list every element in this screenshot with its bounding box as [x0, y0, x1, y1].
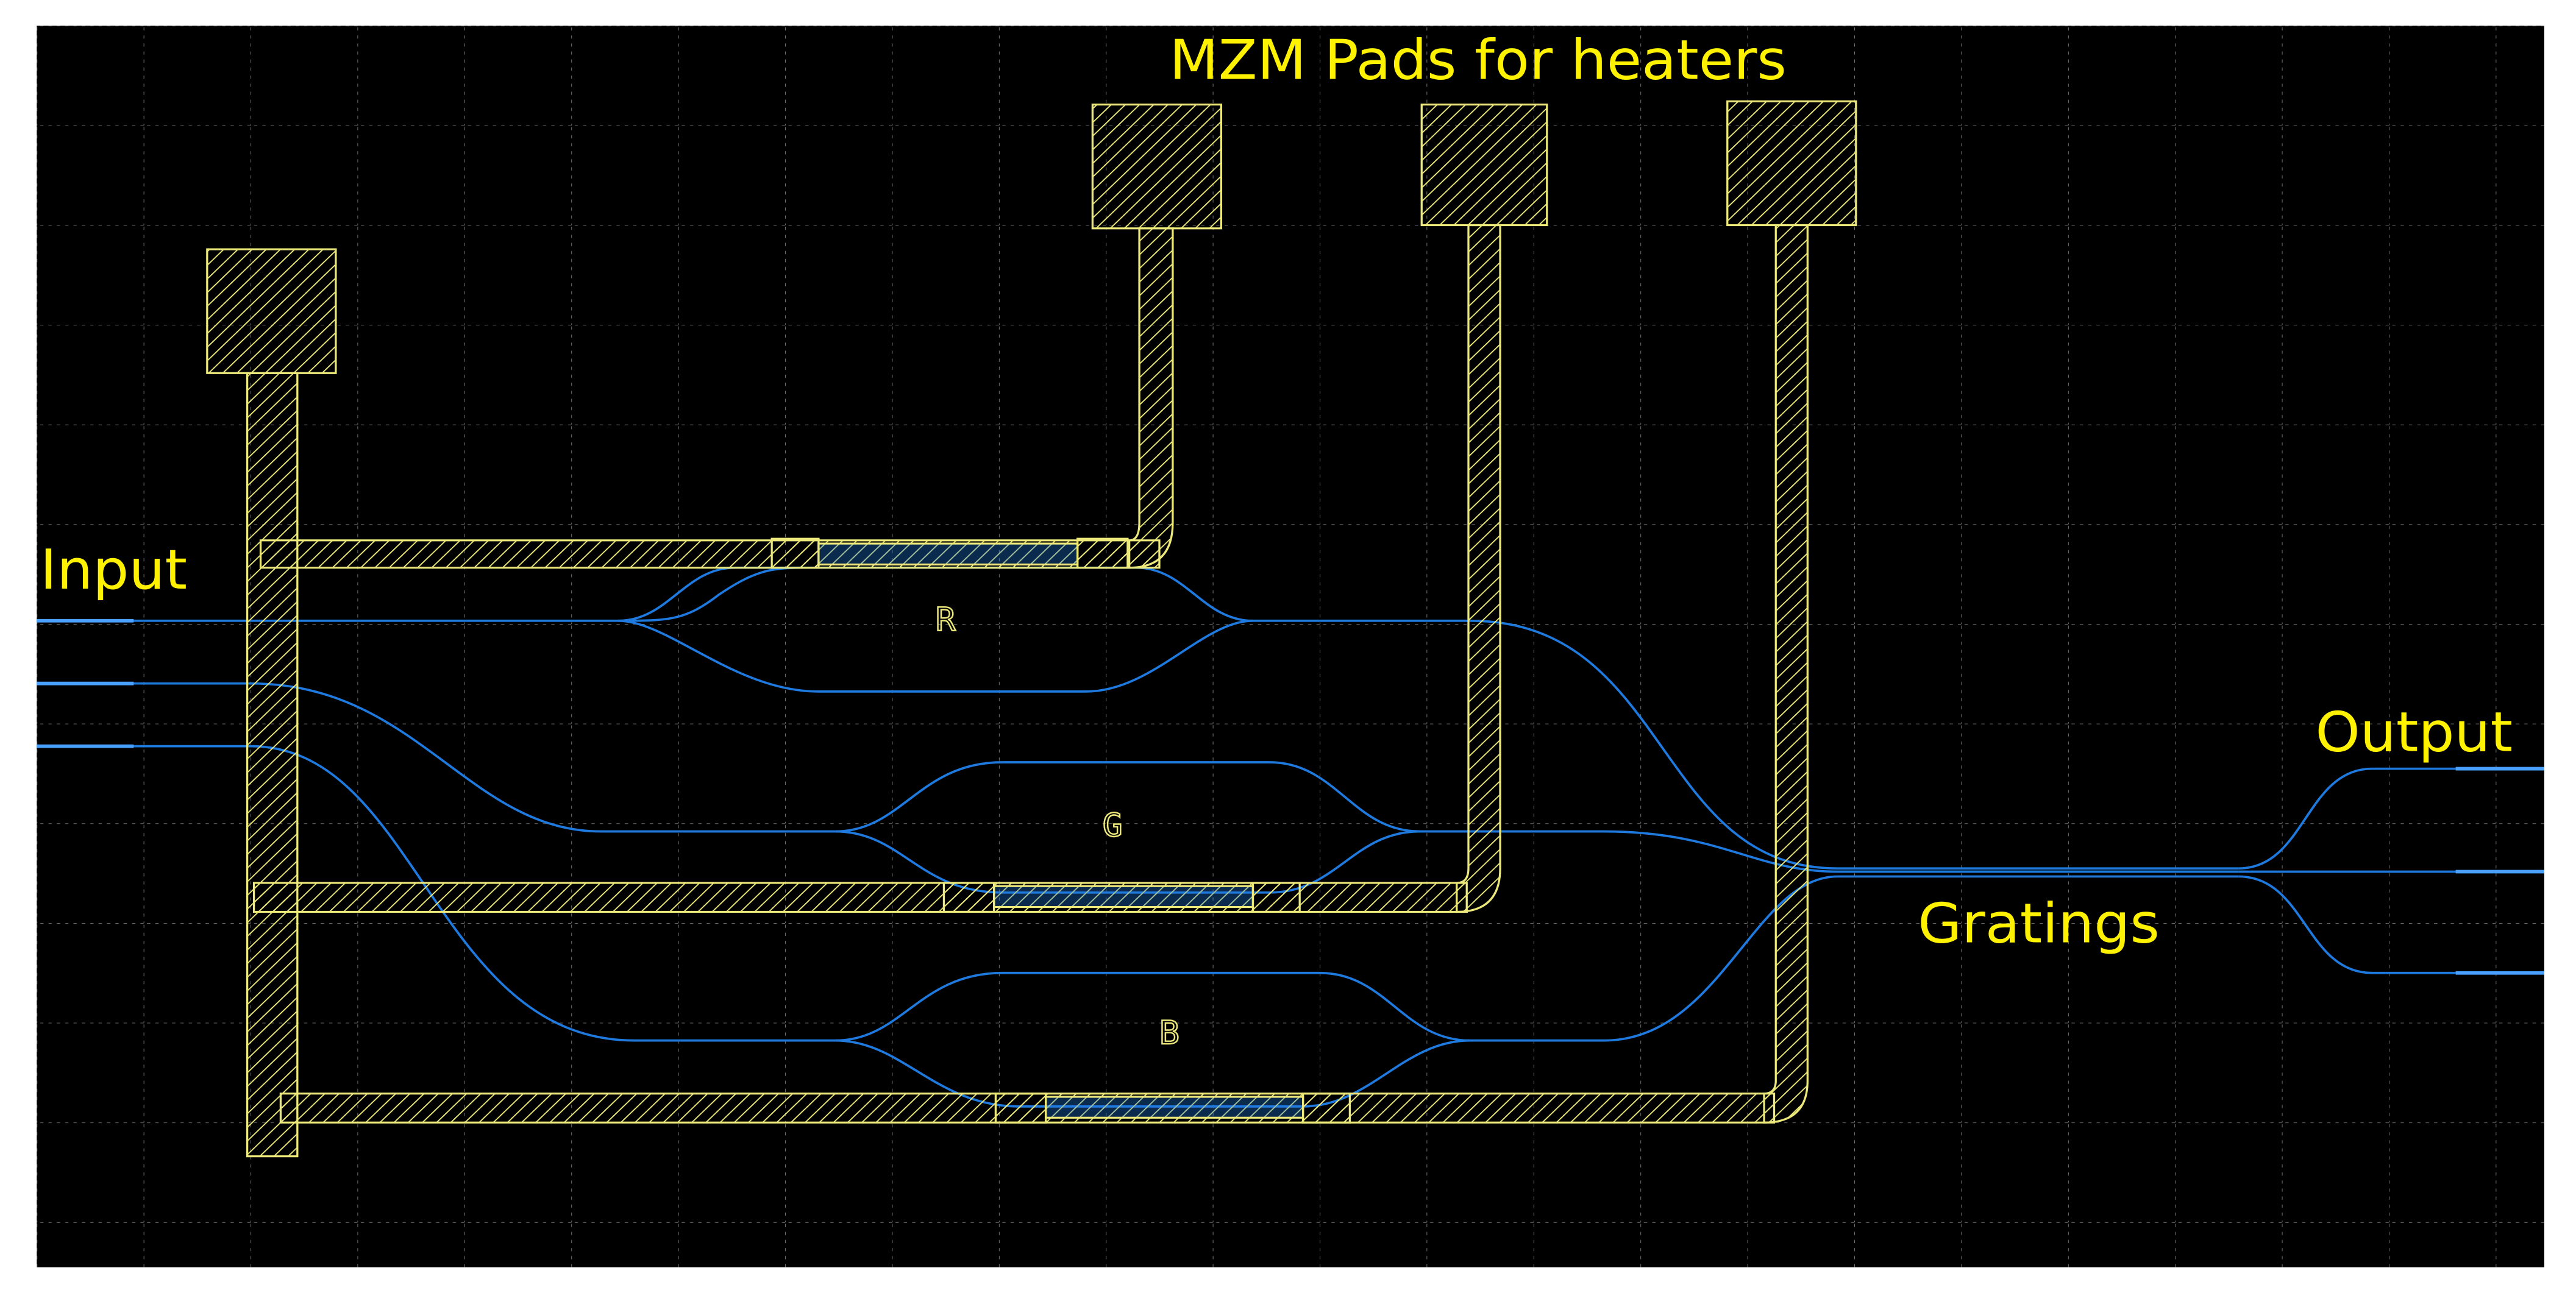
- metal-trace-b-vertical: [1763, 224, 1809, 1124]
- mzm-label-b: B: [1159, 1014, 1179, 1052]
- heater-r-taper-right: [1076, 537, 1129, 569]
- heater-b-segment: [1044, 1096, 1304, 1119]
- heater-pad-r[interactable]: [1091, 103, 1223, 230]
- waveguide-b-out: [1470, 875, 2239, 1042]
- heater-pad-g[interactable]: [1420, 103, 1548, 227]
- waveguide-output-top: [2238, 767, 2544, 870]
- heater-b-taper-left: [994, 1093, 1047, 1124]
- mzm-r-lower-arm: [618, 619, 1253, 693]
- heater-r-taper-left: [770, 537, 820, 569]
- waveguide-input-1: [37, 566, 802, 622]
- metal-trace-g-vertical: [1456, 224, 1501, 913]
- heater-b-taper-right: [1302, 1093, 1351, 1124]
- input-label: Input: [40, 538, 187, 602]
- heater-g-segment: [993, 885, 1254, 909]
- heater-g-taper-left: [942, 882, 995, 913]
- metal-trace-r-horizontal: [259, 539, 1161, 569]
- metal-trace-common-vertical: [246, 372, 299, 1158]
- heater-pad-common[interactable]: [206, 248, 337, 374]
- waveguide-input-2: [37, 682, 836, 833]
- output-label: Output: [2315, 700, 2513, 764]
- waveguide-output-bottom: [2238, 875, 2544, 974]
- mzm-label-r: R: [936, 601, 956, 639]
- metal-trace-r-vertical: [1128, 227, 1174, 569]
- heater-g-taper-right: [1251, 882, 1301, 913]
- pads-title: MZM Pads for heaters: [1169, 28, 1787, 92]
- heater-pad-b[interactable]: [1726, 100, 1857, 227]
- gratings-label: Gratings: [1918, 891, 2160, 955]
- mzm-label-g: G: [1103, 806, 1123, 844]
- heater-r-segment: [817, 542, 1079, 565]
- mzm-b-upper-arm: [835, 971, 1470, 1042]
- waveguide-g-out: [1420, 830, 2239, 873]
- grid: [37, 26, 2544, 1267]
- mzm-g-upper-arm: [835, 761, 1420, 833]
